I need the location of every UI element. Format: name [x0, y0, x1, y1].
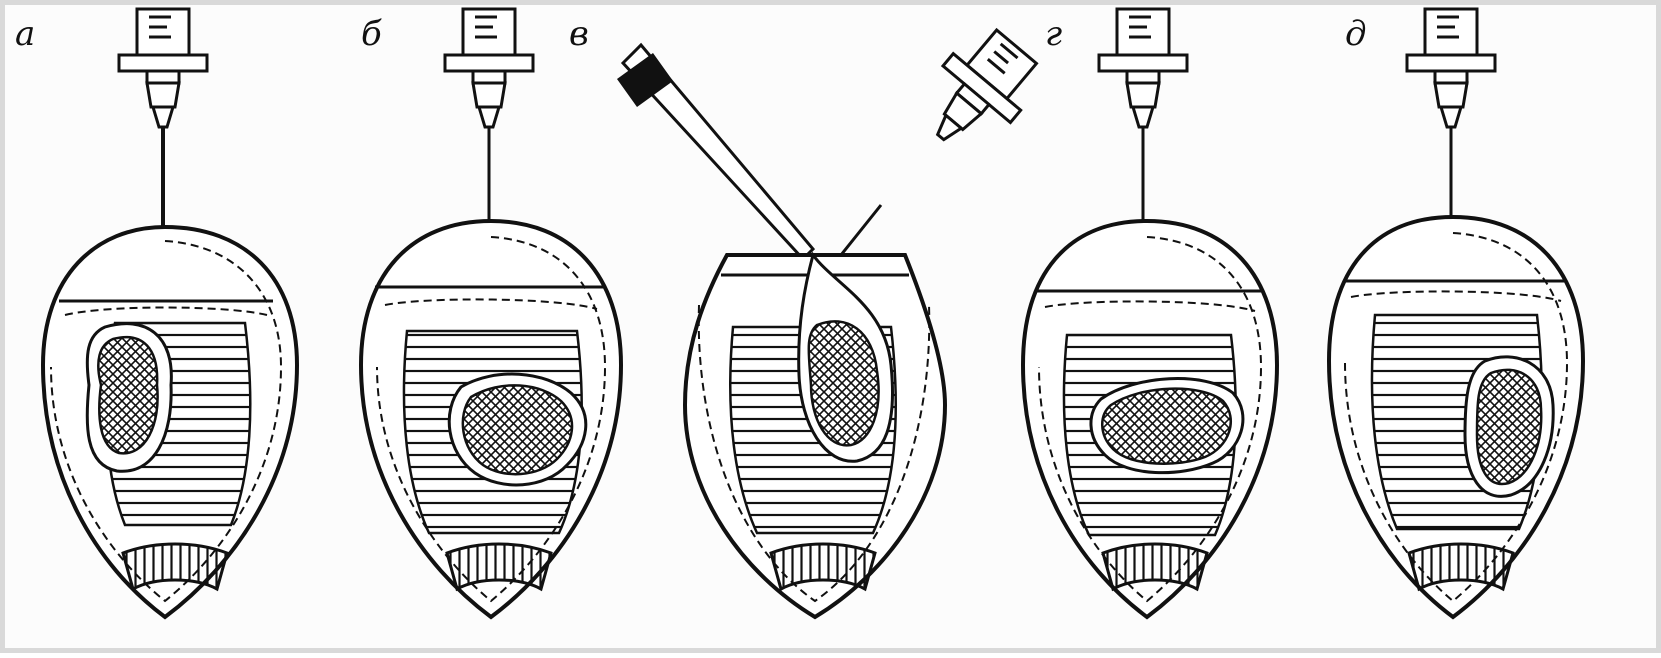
- panel-g-illustration: [1023, 9, 1277, 617]
- panel-label-a: а: [15, 17, 35, 51]
- panel-label-g: г: [1045, 17, 1062, 51]
- panel-label-d: д: [1345, 17, 1367, 51]
- panel-label-b: б: [361, 17, 382, 51]
- panel-d-illustration: [1329, 9, 1583, 617]
- panel-label-v: в: [569, 17, 589, 51]
- panel-v-illustration: [617, 18, 1050, 617]
- panel-b-illustration: [361, 9, 621, 617]
- panel-a-illustration: [43, 9, 297, 617]
- figure-canvas: [5, 5, 1661, 658]
